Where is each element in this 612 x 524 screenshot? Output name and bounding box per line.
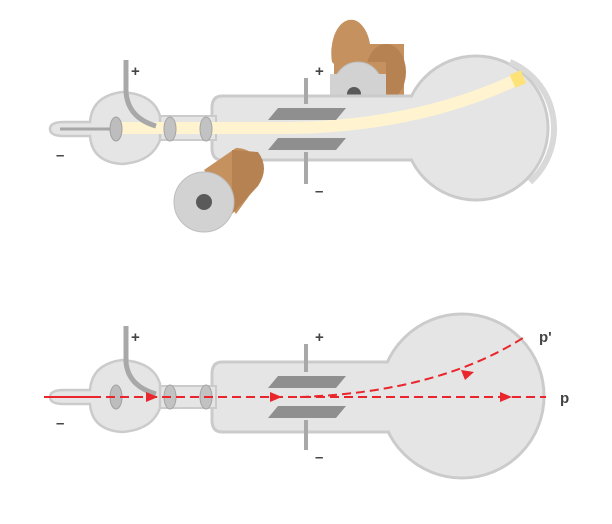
undeflected-beam-label: p bbox=[560, 390, 569, 407]
bottom-cathode-sign: – bbox=[56, 415, 64, 432]
bottom-upper-plate-sign: + bbox=[315, 329, 324, 346]
deflected-ray bbox=[299, 335, 527, 398]
back-magnet bbox=[330, 19, 406, 111]
top-anode-sign: + bbox=[131, 63, 140, 80]
arrow-icon bbox=[461, 370, 474, 380]
magnet-core-icon bbox=[196, 194, 212, 210]
bottom-upper-plate bbox=[268, 376, 346, 388]
bottom-lower-plate bbox=[268, 406, 346, 418]
ray-arrowheads bbox=[146, 370, 512, 402]
arrow-icon bbox=[500, 392, 512, 402]
top-tube-assembly: + – + – bbox=[48, 19, 557, 233]
bottom-lower-plate-sign: – bbox=[315, 449, 323, 466]
top-upper-plate bbox=[268, 108, 346, 120]
top-lower-plate bbox=[268, 138, 346, 150]
bottom-tube-assembly: + – + – p' p bbox=[44, 312, 569, 480]
ray-paths bbox=[44, 335, 546, 398]
top-beam-glow bbox=[120, 72, 523, 134]
arrow-icon bbox=[146, 392, 158, 402]
screen-spot bbox=[509, 70, 527, 88]
top-lower-plate-sign: – bbox=[315, 183, 323, 200]
bottom-anode-sign: + bbox=[131, 329, 140, 346]
bottom-tube-glass bbox=[48, 312, 546, 480]
top-upper-plate-sign: + bbox=[315, 63, 324, 80]
front-magnet bbox=[173, 147, 264, 233]
arrow-icon bbox=[270, 392, 282, 402]
top-cathode-sign: – bbox=[56, 147, 64, 164]
deflected-beam-label: p' bbox=[539, 329, 552, 346]
